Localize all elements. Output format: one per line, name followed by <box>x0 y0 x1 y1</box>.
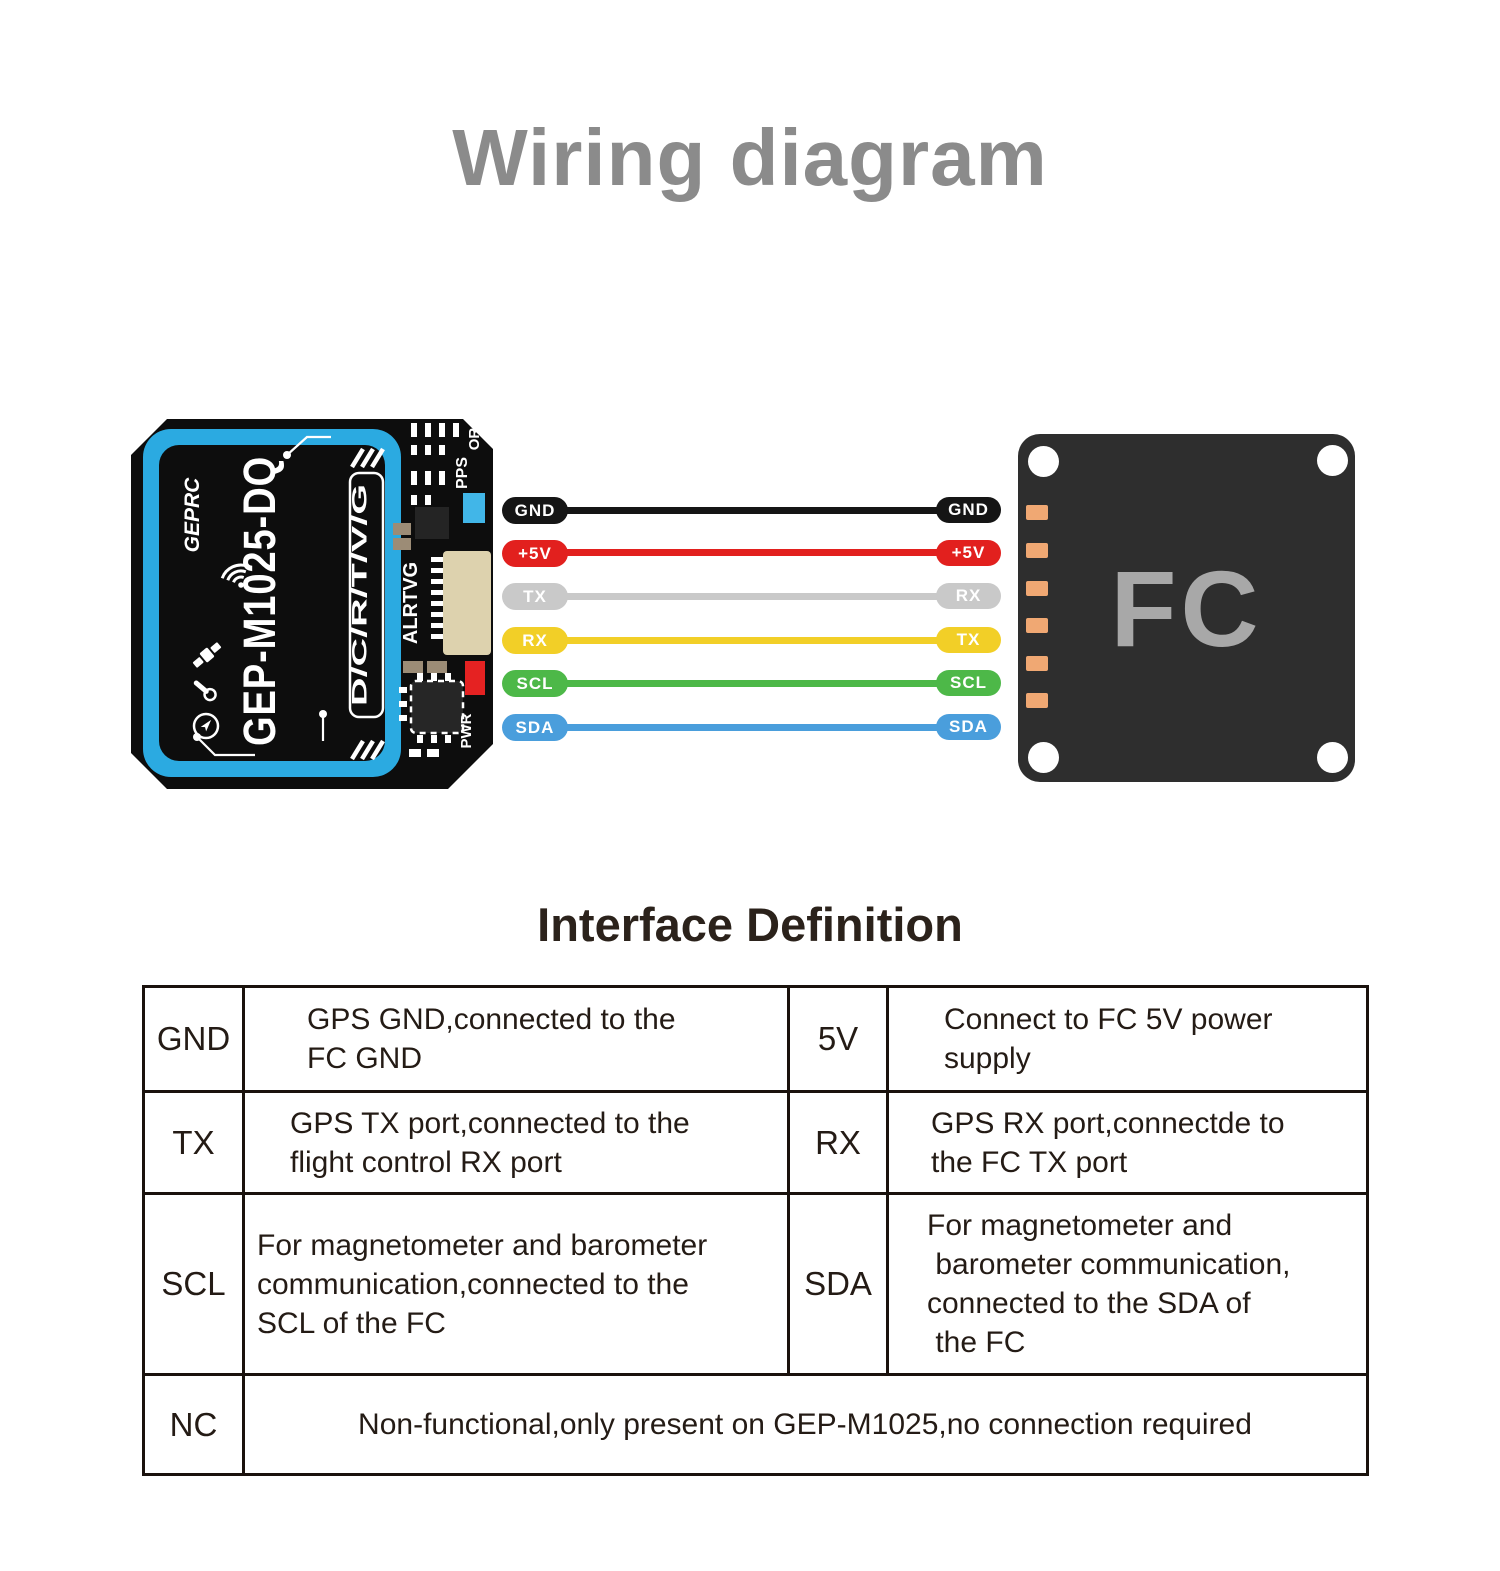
hatch-marks <box>350 447 385 761</box>
blue-led <box>463 493 485 523</box>
fc-pin-pill-sda: SDA <box>936 714 1001 740</box>
smd-component <box>393 538 411 550</box>
pwr-label: PWR <box>458 713 475 748</box>
table-row-nc: NC Non-functional,only present on GEP-M1… <box>142 1373 1369 1476</box>
gps-pin-pill-5v: +5V <box>502 540 568 567</box>
fc-board: FC <box>1018 434 1355 782</box>
fc-solder-pad <box>1026 581 1048 596</box>
desc-cell-scl: For magnetometer and barometer communica… <box>242 1192 790 1376</box>
desc-cell-rx: GPS RX port,connectde to the FC TX port <box>886 1090 1369 1195</box>
fc-mount-hole <box>1028 742 1059 773</box>
wifi-dot-icon <box>238 582 244 588</box>
smd-component <box>427 661 447 673</box>
pin-strip-box <box>348 471 385 719</box>
fc-pin-pill-scl: SCL <box>936 670 1001 696</box>
wire-gnd <box>558 507 948 514</box>
desc-cell-tx: GPS TX port,connected to the flight cont… <box>242 1090 790 1195</box>
section-title: Interface Definition <box>537 898 963 951</box>
fc-solder-pad <box>1026 693 1048 708</box>
table-row-scl-sda: SCL For magnetometer and barometer commu… <box>142 1192 1369 1376</box>
smd-component <box>393 523 411 535</box>
dashed-chip <box>409 679 465 735</box>
fc-pin-pill-gnd: GND <box>936 497 1001 523</box>
wire-rx <box>558 637 948 644</box>
fc-pin-pill-tx: TX <box>936 627 1001 653</box>
pps-label: PPS <box>454 457 471 489</box>
fc-mount-hole <box>1028 446 1059 477</box>
wifi-icon <box>220 563 249 583</box>
interface-definition-table: GND GPS GND,connected to the FC GND 5V C… <box>142 985 1369 1476</box>
chip <box>415 507 449 539</box>
fc-mount-hole <box>1317 742 1348 773</box>
desc-cell-nc: Non-functional,only present on GEP-M1025… <box>242 1373 1369 1476</box>
fc-solder-pad <box>1026 505 1048 520</box>
trace-dot <box>193 451 327 741</box>
fc-pin-pill-5v: +5V <box>936 540 1001 566</box>
connector-label: ALRTVG <box>400 562 422 644</box>
circuit-trace <box>196 435 331 757</box>
pin-cell-tx: TX <box>142 1090 245 1195</box>
pin-cell-5v: 5V <box>787 985 889 1093</box>
fc-solder-pad <box>1026 618 1048 633</box>
gps-pin-pill-gnd: GND <box>502 497 568 524</box>
module-model-label: GEP-M1025-DQ <box>234 456 285 746</box>
gps-pin-pill-tx: TX <box>502 583 568 610</box>
pin-cell-nc: NC <box>142 1373 245 1476</box>
gps-module-illustration: GEPRC GEP-M1025-DQ D/C/R/T/V/G <box>131 419 493 789</box>
satellite-icon <box>192 642 222 668</box>
wire-5v <box>558 549 948 556</box>
gps-pin-pill-scl: SCL <box>502 670 568 697</box>
red-led <box>465 661 485 695</box>
table-row-gnd-5v: GND GPS GND,connected to the FC GND 5V C… <box>142 985 1369 1093</box>
geprc-logo: GEPRC <box>181 477 204 553</box>
connector-pins <box>431 557 443 639</box>
wire-sda <box>558 724 948 731</box>
compass-icon <box>192 712 220 740</box>
desc-cell-gnd: GPS GND,connected to the FC GND <box>242 985 790 1093</box>
thermometer-icon <box>193 680 217 702</box>
pin-cell-gnd: GND <box>142 985 245 1093</box>
pin-strip-label: D/C/R/T/V/G <box>349 484 372 706</box>
fc-solder-pad <box>1026 656 1048 671</box>
wire-tx <box>558 593 948 600</box>
pin-cell-rx: RX <box>787 1090 889 1195</box>
table-row-tx-rx: TX GPS TX port,connected to the flight c… <box>142 1090 1369 1195</box>
gps-pin-pill-rx: RX <box>502 627 568 654</box>
module-face <box>159 445 385 761</box>
fc-mount-hole <box>1317 445 1348 476</box>
fc-label: FC <box>1110 547 1263 669</box>
desc-cell-sda: For magnetometer and barometer communica… <box>886 1192 1369 1376</box>
page-title: Wiring diagram <box>452 113 1048 202</box>
smd-component <box>403 661 423 673</box>
fc-solder-pad <box>1026 543 1048 558</box>
desc-cell-5v: Connect to FC 5V power supply <box>886 985 1369 1093</box>
pin-cell-sda: SDA <box>787 1192 889 1376</box>
fc-pin-pill-rx: RX <box>936 583 1001 609</box>
or-label: OR <box>466 428 483 451</box>
gps-pin-pill-sda: SDA <box>502 714 568 741</box>
pin-cell-scl: SCL <box>142 1192 245 1376</box>
jst-connector <box>443 551 491 655</box>
pcb-pads <box>399 423 459 757</box>
wire-scl <box>558 680 948 687</box>
